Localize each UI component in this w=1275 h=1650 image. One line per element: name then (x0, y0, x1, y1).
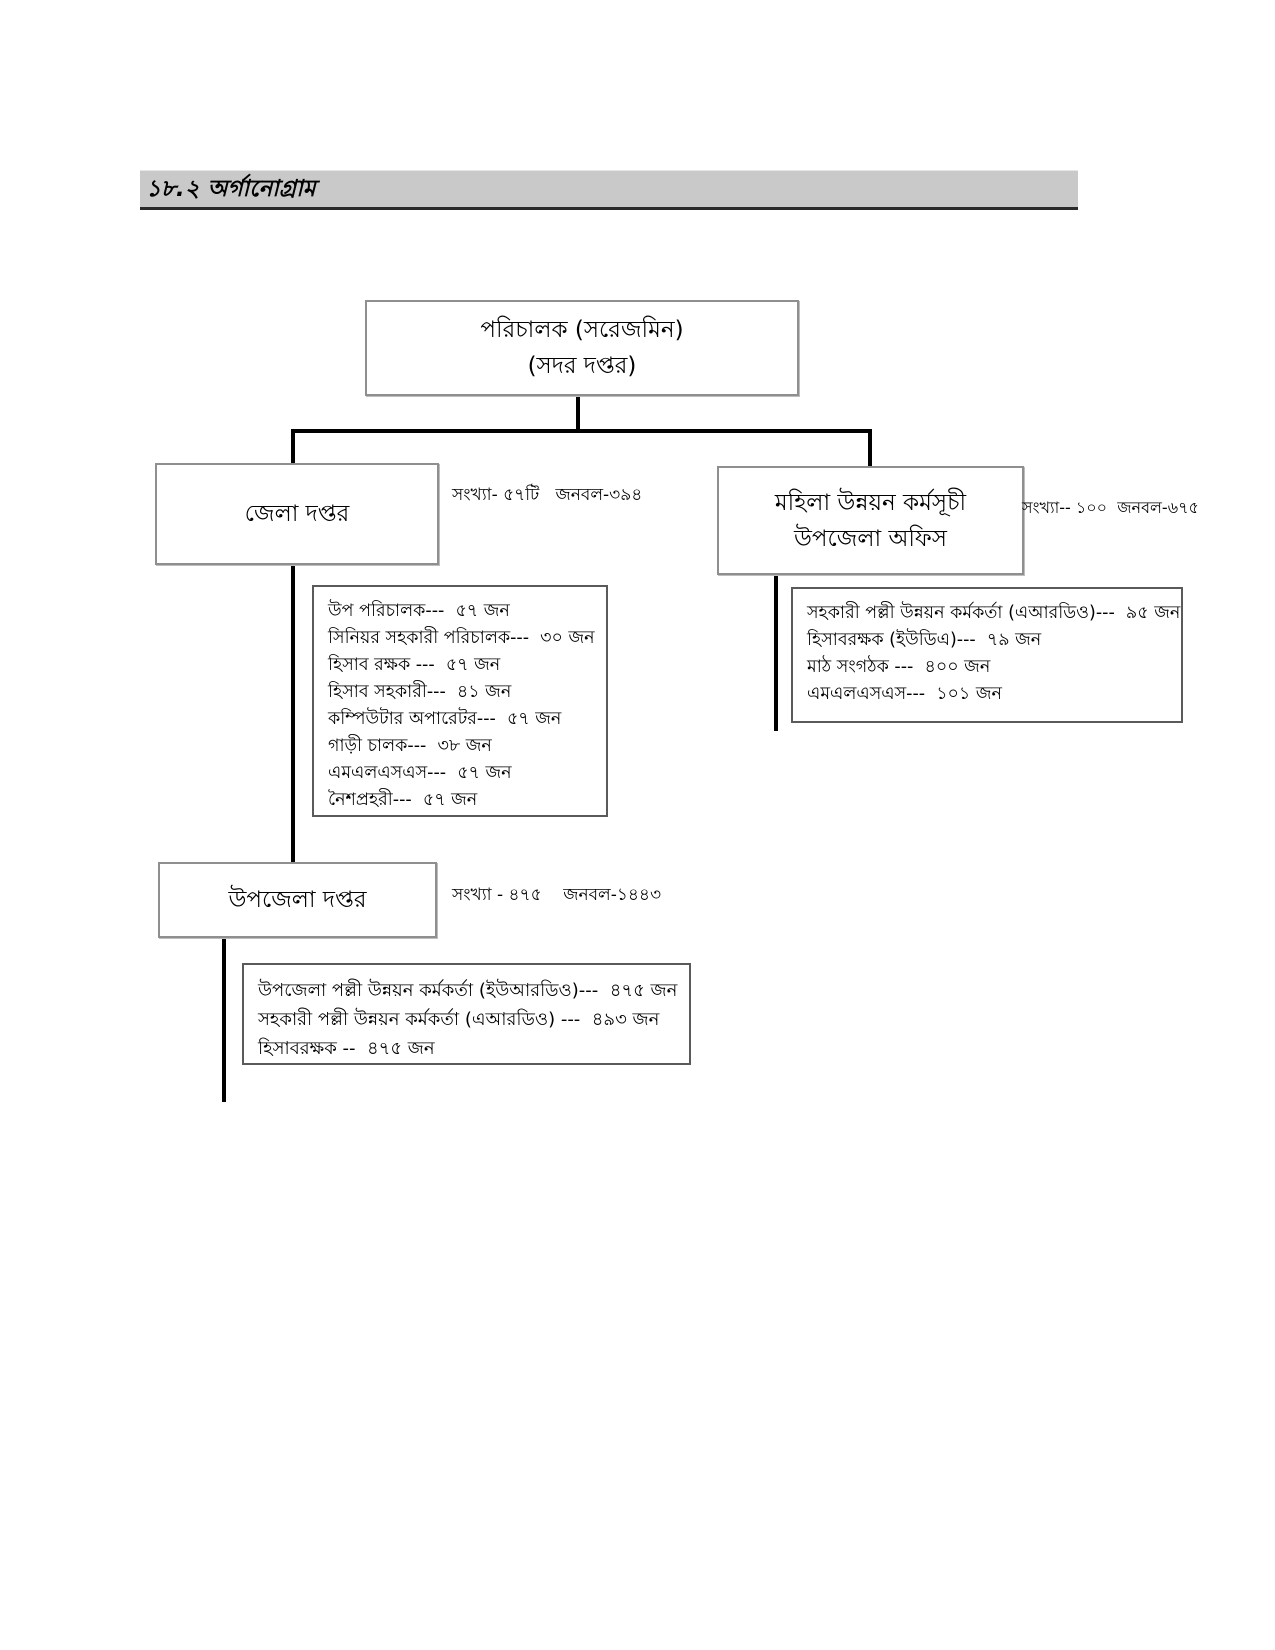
staff-line: নৈশপ্রহরী--- ৫৭ জন (328, 790, 478, 810)
director-box-line1: পরিচালক (সরেজমিন) (480, 317, 684, 343)
staff-line: উপজেলা পল্লী উন্নয়ন কর্মকর্তা (ইউআরডিও)… (258, 980, 678, 1001)
staff-line: সহকারী পল্লী উন্নয়ন কর্মকর্তা (এআরডিও) … (258, 1009, 660, 1030)
upazila-office-title: উপজেলা দপ্তর (228, 887, 367, 913)
women-program-title-line1: মহিলা উন্নয়ন কর্মসূচী (774, 489, 967, 516)
connector-root-stem (576, 392, 580, 431)
staff-line: এমএলএসএস--- ১০১ জন (807, 684, 1002, 704)
district-office-title: জেলা দপ্তর (244, 501, 350, 527)
staff-line: সহকারী পল্লী উন্নয়ন কর্মকর্তা (এআরডিও)-… (807, 603, 1181, 623)
staff-line: কম্পিউটার অপারেটর--- ৫৭ জন (328, 709, 562, 729)
women-program-stats: সংখ্যা-- ১০০ জনবল-৬৭৫ (1022, 498, 1199, 517)
upazila-office-stats: সংখ্যা - ৪৭৫ জনবল-১৪৪৩ (452, 885, 662, 905)
upazila-office-box: উপজেলা দপ্তর (158, 862, 437, 938)
staff-line: হিসাব রক্ষক --- ৫৭ জন (328, 655, 501, 675)
connector-women-staff (774, 570, 778, 731)
staff-line: হিসাবরক্ষক (ইউডিএ)--- ৭৯ জন (807, 630, 1042, 650)
director-box: পরিচালক (সরেজমিন) (সদর দপ্তর) (365, 300, 799, 396)
district-office-stats: সংখ্যা- ৫৭টি জনবল-৩৯৪ (452, 485, 643, 505)
section-header-bar: ১৮.২ অর্গানোগ্রাম (140, 170, 1078, 210)
staff-line: উপ পরিচালক--- ৫৭ জন (328, 601, 510, 621)
connector-upazila-staff (222, 934, 226, 1102)
district-staff-list: উপ পরিচালক--- ৫৭ জন সিনিয়র সহকারী পরিচাল… (312, 585, 608, 817)
staff-line: এমএলএসএস--- ৫৭ জন (328, 763, 512, 783)
women-program-box: মহিলা উন্নয়ন কর্মসূচী উপজেলা অফিস (717, 466, 1024, 575)
connector-left-drop (291, 431, 295, 463)
women-program-staff-list: সহকারী পল্লী উন্নয়ন কর্মকর্তা (এআরডিও)-… (791, 587, 1183, 723)
upazila-staff-list: উপজেলা পল্লী উন্নয়ন কর্মকর্তা (ইউআরডিও)… (242, 963, 691, 1065)
district-office-box: জেলা দপ্তর (155, 463, 439, 565)
women-program-title-line2: উপজেলা অফিস (794, 525, 947, 552)
connector-district-to-upazila (291, 561, 295, 862)
section-title: ১৮.২ অর্গানোগ্রাম (146, 175, 316, 202)
staff-line: হিসাবরক্ষক -- ৪৭৫ জন (258, 1038, 435, 1059)
staff-line: মাঠ সংগঠক --- ৪০০ জন (807, 657, 991, 677)
staff-line: হিসাব সহকারী--- ৪১ জন (328, 682, 512, 702)
connector-right-drop (868, 431, 872, 466)
staff-line: গাড়ী চালক--- ৩৮ জন (328, 736, 492, 756)
staff-line: সিনিয়র সহকারী পরিচালক--- ৩০ জন (328, 628, 595, 648)
connector-branch-horizontal (291, 429, 872, 433)
director-box-line2: (সদর দপ্তর) (527, 353, 637, 379)
